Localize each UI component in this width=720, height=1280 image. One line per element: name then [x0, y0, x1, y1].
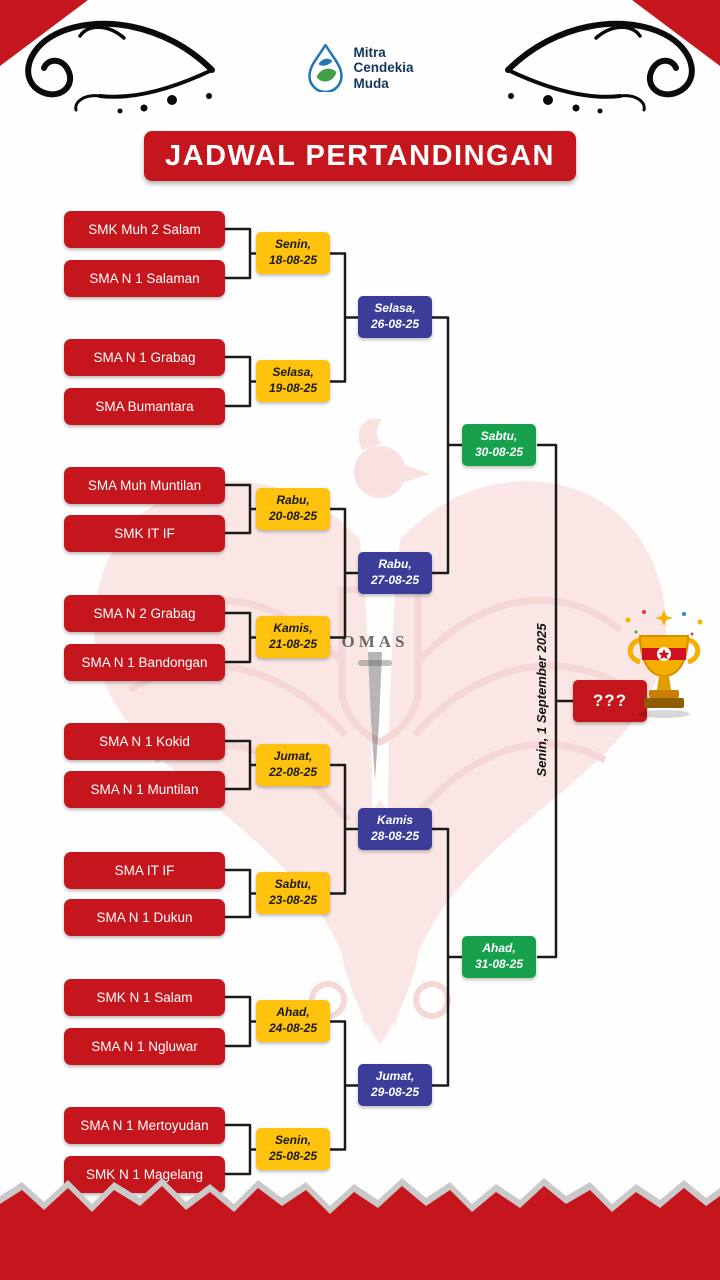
flourish-ornament-right — [505, 20, 695, 114]
match-date: 31-08-25 — [474, 957, 524, 971]
quarterfinal-date-box: Jumat, 29-08-25 — [358, 1064, 432, 1106]
match-date: 29-08-25 — [370, 1085, 420, 1099]
brand-logo: Mitra Cendekia Muda — [306, 44, 414, 92]
team-box: SMK Muh 2 Salam — [64, 211, 225, 248]
match-day: Kamis — [376, 813, 414, 828]
match-day: Senin, — [274, 1133, 311, 1148]
match-day: Senin, — [274, 237, 311, 252]
match-day: Sabtu, — [480, 429, 518, 444]
torn-paper-edge — [0, 1178, 720, 1280]
match-date: 27-08-25 — [370, 573, 420, 587]
match-date-box: Selasa, 19-08-25 — [256, 360, 330, 402]
match-day: Ahad, — [276, 1005, 310, 1020]
brand-name-line1: Mitra — [353, 44, 386, 60]
team-box: SMA N 1 Kokid — [64, 723, 225, 760]
team-box: SMK N 1 Salam — [64, 979, 225, 1016]
match-day: Selasa, — [374, 301, 416, 316]
team-box: SMA N 1 Grabag — [64, 339, 225, 376]
match-date: 18-08-25 — [268, 253, 318, 267]
match-day: Rabu, — [378, 557, 412, 572]
team-box: SMA N 1 Muntilan — [64, 771, 225, 808]
team-box: SMA N 1 Ngluwar — [64, 1028, 225, 1065]
team-box: SMA IT IF — [64, 852, 225, 889]
match-date: 23-08-25 — [268, 893, 318, 907]
team-box: SMA N 1 Dukun — [64, 899, 225, 936]
page-title-banner: JADWAL PERTANDINGAN — [144, 131, 576, 181]
semifinal-date-box: Sabtu, 30-08-25 — [462, 424, 536, 466]
watermark-text-fragment: OMAS — [341, 632, 409, 651]
champion-placeholder-box: ??? — [573, 680, 647, 722]
brand-name: Mitra Cendekia Muda — [353, 45, 413, 92]
team-box: SMA N 1 Mertoyudan — [64, 1107, 225, 1144]
team-box: SMA Muh Muntilan — [64, 467, 225, 504]
flourish-ornament-left — [25, 20, 215, 114]
match-date-box: Jumat, 22-08-25 — [256, 744, 330, 786]
match-day: Jumat, — [273, 749, 313, 764]
team-box: SMA N 1 Bandongan — [64, 644, 225, 681]
trophy-icon — [625, 610, 703, 718]
final-schedule-label: Senin, 1 September 2025 — [534, 623, 549, 777]
match-date-box: Senin, 18-08-25 — [256, 232, 330, 274]
match-day: Rabu, — [276, 493, 310, 508]
match-day: Jumat, — [375, 1069, 415, 1084]
match-date: 19-08-25 — [268, 381, 318, 395]
quarterfinal-date-box: Kamis 28-08-25 — [358, 808, 432, 850]
match-date-box: Kamis, 21-08-25 — [256, 616, 330, 658]
match-day: Sabtu, — [274, 877, 312, 892]
match-date-box: Rabu, 20-08-25 — [256, 488, 330, 530]
drop-logo-icon — [308, 44, 343, 92]
team-box: SMA N 1 Salaman — [64, 260, 225, 297]
quarterfinal-date-box: Selasa, 26-08-25 — [358, 296, 432, 338]
match-date-box: Senin, 25-08-25 — [256, 1128, 330, 1170]
match-date: 26-08-25 — [370, 317, 420, 331]
match-date: 20-08-25 — [268, 509, 318, 523]
match-day: Ahad, — [482, 941, 516, 956]
match-date-box: Ahad, 24-08-25 — [256, 1000, 330, 1042]
watermark-sword-shape — [358, 652, 392, 780]
match-date: 30-08-25 — [474, 445, 524, 459]
team-box: SMK N 1 Magelang — [64, 1156, 225, 1193]
quarterfinal-date-box: Rabu, 27-08-25 — [358, 552, 432, 594]
page-title: JADWAL PERTANDINGAN — [165, 139, 555, 172]
match-date: 25-08-25 — [268, 1149, 318, 1163]
match-day: Kamis, — [273, 621, 313, 636]
match-day: Selasa, — [272, 365, 314, 380]
team-box: SMK IT IF — [64, 515, 225, 552]
team-box: SMA N 2 Grabag — [64, 595, 225, 632]
match-date: 21-08-25 — [268, 637, 318, 651]
brand-name-line3: Muda — [353, 75, 389, 91]
match-date: 28-08-25 — [370, 829, 420, 843]
brand-name-line2: Cendekia — [353, 60, 414, 76]
match-date: 22-08-25 — [268, 765, 318, 779]
match-date-box: Sabtu, 23-08-25 — [256, 872, 330, 914]
semifinal-date-box: Ahad, 31-08-25 — [462, 936, 536, 978]
team-box: SMA Bumantara — [64, 388, 225, 425]
match-date: 24-08-25 — [268, 1021, 318, 1035]
